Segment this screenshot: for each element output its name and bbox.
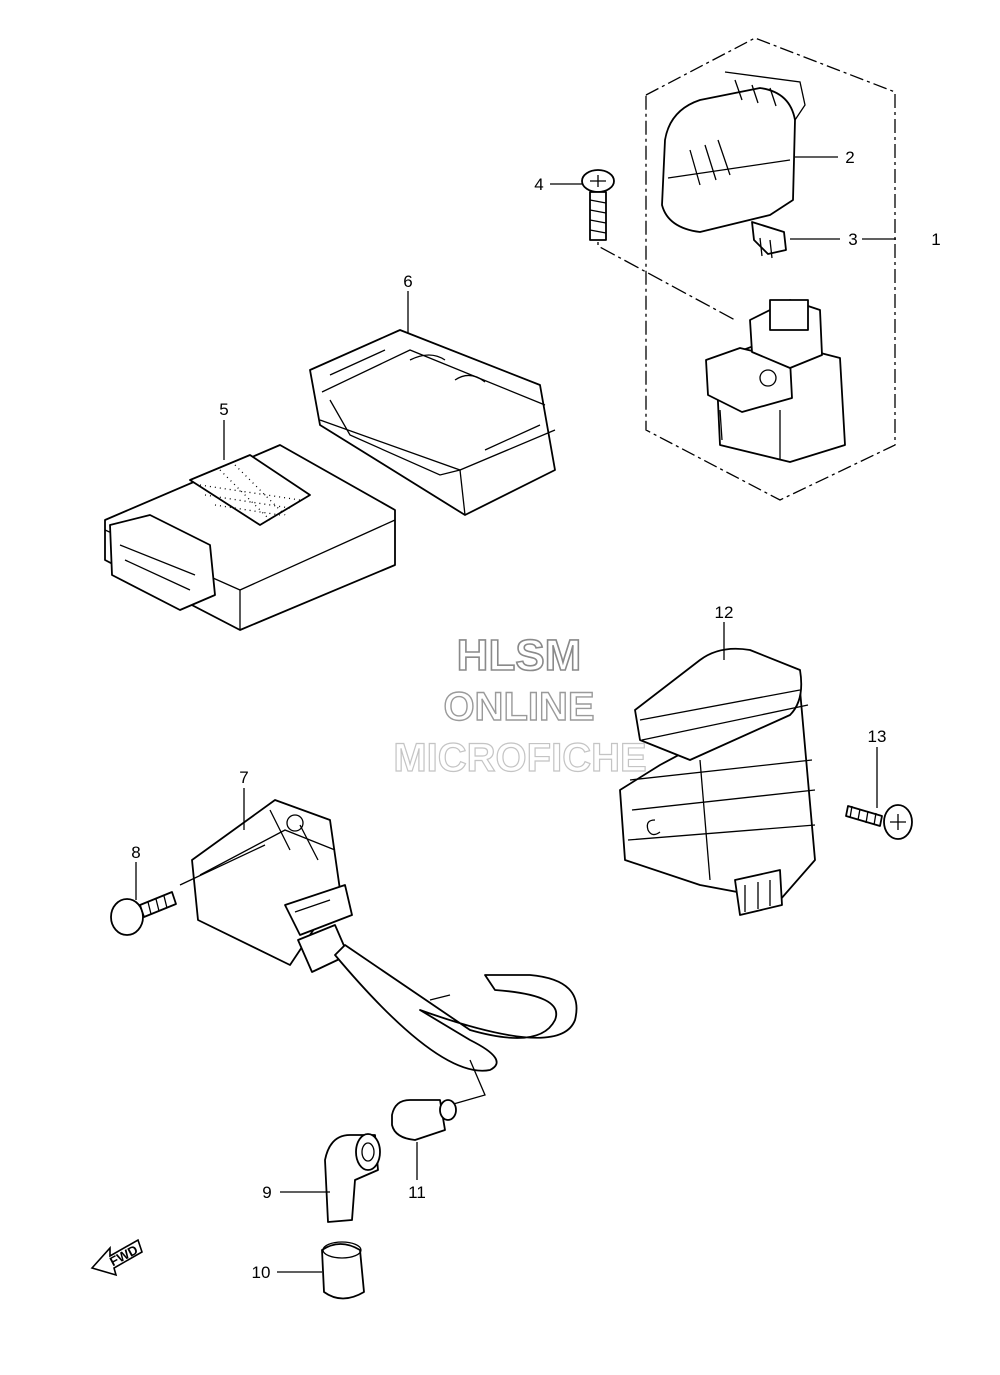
callout-2: 2 xyxy=(845,148,854,167)
callout-7: 7 xyxy=(239,768,248,787)
watermark-line2: ONLINE xyxy=(443,685,594,729)
callout-4: 4 xyxy=(534,175,543,194)
callout-13: 13 xyxy=(868,727,887,746)
watermark-line3: MICROFICHE xyxy=(393,736,646,780)
callout-5: 5 xyxy=(219,400,228,419)
callout-6: 6 xyxy=(403,272,412,291)
callout-3: 3 xyxy=(848,230,857,249)
starter-relay-assembly[interactable] xyxy=(597,37,896,501)
ecm-rubber-case[interactable] xyxy=(309,329,556,516)
ecm-unit[interactable] xyxy=(104,444,396,631)
fwd-label: FWD xyxy=(107,1242,140,1269)
plug-cap-elbow[interactable] xyxy=(324,1133,381,1223)
screw[interactable] xyxy=(581,169,615,241)
callout-1: 1 xyxy=(931,230,940,249)
callout-12: 12 xyxy=(715,603,734,622)
ignition-coil[interactable] xyxy=(191,799,578,1072)
fwd-arrow-icon: FWD xyxy=(90,1238,143,1277)
regulator-rectifier[interactable] xyxy=(619,647,816,916)
callout-10: 10 xyxy=(252,1263,271,1282)
callout-9: 9 xyxy=(262,1183,271,1202)
spark-plug-cap[interactable] xyxy=(391,1099,457,1141)
assembly-boundary xyxy=(645,37,896,501)
relay-cover[interactable] xyxy=(661,71,806,233)
watermark-line1: HLSM xyxy=(457,631,582,680)
plug-cap-cover[interactable] xyxy=(321,1241,365,1300)
callout-11: 11 xyxy=(408,1183,426,1202)
bolt-regulator[interactable] xyxy=(845,804,913,840)
fuse[interactable] xyxy=(751,221,787,259)
starter-relay[interactable] xyxy=(705,299,846,463)
bolt-coil[interactable] xyxy=(110,891,177,936)
callout-8: 8 xyxy=(131,843,140,862)
